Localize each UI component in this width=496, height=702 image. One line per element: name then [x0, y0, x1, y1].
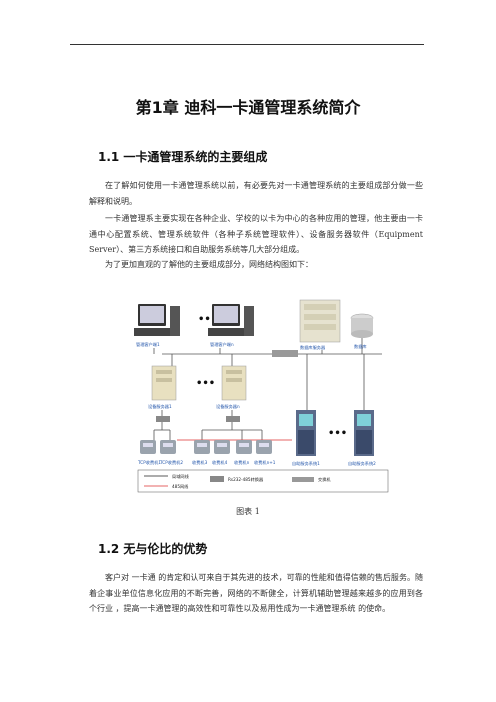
tcp1-label: TCP收费机1 [137, 459, 161, 466]
ellipsis-kiosk: ••• [328, 428, 347, 439]
clientn-label: 管理客户端n [210, 341, 234, 348]
self-service-kiosk-2-icon [354, 410, 374, 456]
paragraph-components: 一卡通管理系主要实现在各种企业、学校的以卡为中心的各种应用的管理，他主要由一卡通… [89, 214, 423, 254]
paragraph-diagram-intro: 为了更加直观的了解他的主要组成部分，网络结构图如下： [105, 260, 313, 269]
ellipsis-top: ••• [198, 314, 217, 325]
legend-ethernet-label: 局域网线 [172, 473, 190, 480]
db-server-label: 数据库服务器 [300, 344, 326, 351]
pos4-label: 收费机4 [212, 459, 228, 466]
pos-terminals [140, 440, 272, 454]
client1-label: 管理客户端1 [136, 341, 160, 348]
converter-2-icon [226, 416, 240, 422]
legend: 局域网线 485网线 Rs232-485转换器 交换机 [137, 469, 389, 493]
pos-terminal-icon [160, 440, 176, 454]
pos-terminal-icon [236, 440, 252, 454]
figure-caption: 图表 1 [236, 507, 260, 516]
network-diagram: 管理客户端1 ••• 管理客户端n 数据库服务器 数据库 设备服务器1 ••• … [134, 299, 389, 493]
pos-terminal-icon [256, 440, 272, 454]
network-lines [153, 338, 382, 440]
pos-terminal-icon [140, 440, 156, 454]
header-rule [70, 44, 424, 45]
pos-terminal-icon [194, 440, 210, 454]
posn-label: 收费机n [234, 459, 250, 466]
ellipsis-mid: ••• [196, 378, 215, 389]
client-pc-n-icon [208, 304, 254, 336]
legend-switch-label: 交换机 [318, 476, 331, 483]
section-title-1: 1.1 一卡通管理系统的主要组成 [98, 150, 268, 164]
self-service2-label: 自助服务系统2 [348, 460, 376, 467]
paragraph-intro: 在了解如何使用一卡通管理系统以前，有必要先对一卡通管理系统的主要组成部分做一些解… [89, 181, 423, 206]
chapter-title: 第1章 迪科一卡通管理系统简介 [135, 98, 361, 117]
self-service-kiosk-1-icon [296, 410, 316, 456]
legend-485-label: 485网线 [172, 483, 189, 490]
database-icon [350, 313, 374, 338]
dev-server1-label: 设备服务器1 [148, 403, 172, 410]
paragraph-advantages: 客户对 一卡通 的肯定和认可来自于其先进的技术，可靠的性能和值得信赖的售后服务。… [89, 573, 423, 613]
pos3-label: 收费机3 [192, 459, 208, 466]
device-server-1-icon [151, 365, 177, 401]
posn1-label: 收费机n+1 [254, 459, 276, 466]
dev-servern-label: 设备服务器n [216, 403, 240, 410]
pos-terminal-icon [214, 440, 230, 454]
client-pc-1-icon [134, 304, 180, 336]
self-service1-label: 自助服务系统1 [292, 460, 320, 467]
database-label: 数据库 [354, 343, 367, 350]
legend-converter-label: Rs232-485转换器 [228, 476, 264, 483]
device-server-n-icon [221, 365, 247, 401]
tcp2-label: TCP收费机2 [159, 459, 183, 466]
converter-1-icon [156, 416, 170, 422]
database-server-icon [299, 299, 341, 343]
section-title-2: 1.2 无与伦比的优势 [98, 542, 208, 556]
switch-icon [272, 350, 298, 357]
